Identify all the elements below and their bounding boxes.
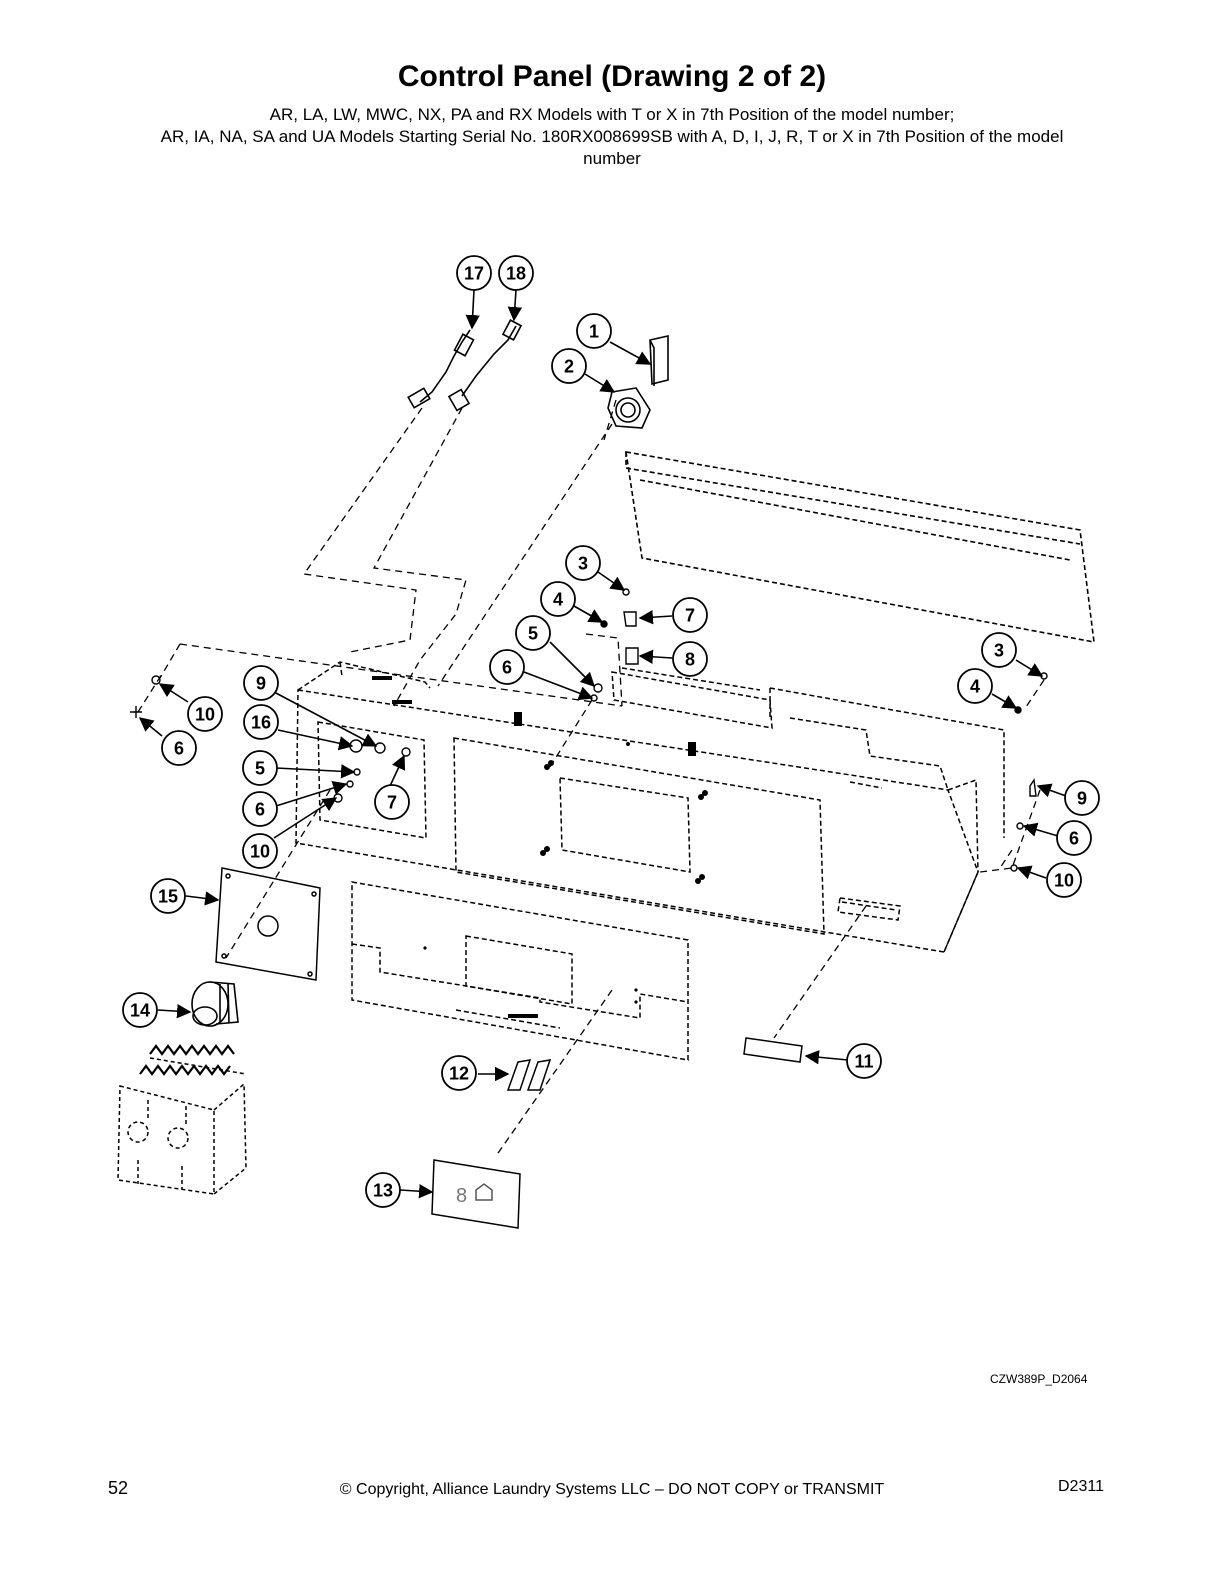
top-cover-panel: [625, 451, 1095, 643]
wire-harnesses: [407, 319, 523, 412]
callout-label: 6: [174, 739, 184, 759]
callout-label: 2: [564, 357, 574, 377]
callout-label: 5: [255, 759, 265, 779]
callout-9: 9: [243, 665, 279, 701]
callout-label: 1: [589, 322, 599, 342]
part-13-decal: 8: [431, 1159, 521, 1229]
callout-label: 3: [994, 641, 1004, 661]
part-2-bezel: [607, 387, 651, 429]
callout-label: 4: [553, 590, 563, 610]
callout-label: 15: [158, 887, 178, 907]
callout-label: 8: [685, 650, 695, 670]
control-housing: [295, 661, 1005, 953]
subtitle-line-2: AR, IA, NA, SA and UA Models Starting Se…: [160, 127, 1064, 146]
callout-label: 10: [1054, 871, 1074, 891]
callout-label: 9: [1077, 789, 1087, 809]
part-1-bracket: [649, 335, 669, 386]
callout-label: 10: [195, 705, 215, 725]
part-11-label: [743, 1037, 803, 1063]
callout-16: 16: [243, 704, 279, 740]
callout-18: 18: [498, 255, 534, 291]
callout-label: 3: [578, 554, 588, 574]
callout-label: 10: [250, 842, 270, 862]
callout-13: 13: [365, 1172, 401, 1208]
assembly-leader-lines: [137, 399, 1045, 1157]
callout-14: 14: [122, 992, 158, 1028]
part-15-plate: [215, 867, 321, 981]
callout-6: 6: [161, 730, 197, 766]
overlay-marks: [423, 946, 638, 1018]
front-overlay-panel: [351, 881, 689, 1061]
callout-label: 18: [506, 264, 526, 284]
callout-2: 2: [551, 348, 587, 384]
callout-12: 12: [441, 1055, 477, 1091]
callout-3: 3: [565, 545, 601, 581]
housing-studs: [372, 676, 708, 884]
subtitle-line-1: AR, LA, LW, MWC, NX, PA and RX Models wi…: [269, 105, 955, 124]
part-14-knob: [191, 981, 239, 1027]
document-code: D2311: [1058, 1478, 1104, 1495]
callout-15: 15: [150, 878, 186, 914]
callout-label: 16: [251, 713, 271, 733]
callout-3: 3: [981, 632, 1017, 668]
callout-9: 9: [1064, 780, 1100, 816]
callout-17: 17: [456, 255, 492, 291]
callout-7: 7: [672, 597, 708, 633]
callout-4: 4: [957, 668, 993, 704]
callout-8: 8: [672, 641, 708, 677]
callout-11: 11: [846, 1043, 882, 1079]
callout-10: 10: [1046, 862, 1082, 898]
callout-6: 6: [242, 791, 278, 827]
callout-label: 7: [685, 606, 695, 626]
switch-assembly: [117, 1057, 247, 1195]
callout-label: 5: [528, 624, 538, 644]
callout-1: 1: [576, 313, 612, 349]
callout-10: 10: [187, 696, 223, 732]
callout-6: 6: [1056, 820, 1092, 856]
page-title: Control Panel (Drawing 2 of 2): [397, 60, 827, 93]
copyright-notice: © Copyright, Alliance Laundry Systems LL…: [339, 1481, 885, 1498]
callout-label: 12: [449, 1064, 469, 1084]
callout-5: 5: [242, 750, 278, 786]
callout-label: 9: [256, 674, 266, 694]
drawing-id: CZW389P_D2064: [990, 1372, 1088, 1386]
callout-arrows: [138, 289, 1067, 1199]
subtitle-line-3: number: [583, 149, 641, 168]
callout-label: 13: [373, 1181, 393, 1201]
callout-4: 4: [540, 581, 576, 617]
page-number: 52: [108, 1478, 129, 1498]
callout-label: 6: [255, 800, 265, 820]
callout-label: 6: [502, 658, 512, 678]
part-13-digit: 8: [456, 1185, 467, 1207]
callout-label: 14: [130, 1001, 150, 1021]
callout-label: 7: [387, 793, 397, 813]
callout-10: 10: [242, 833, 278, 869]
callout-label: 6: [1069, 829, 1079, 849]
callout-7: 7: [374, 784, 410, 820]
callout-label: 17: [464, 264, 484, 284]
part-12-buttons: [506, 1059, 552, 1091]
callout-5: 5: [515, 615, 551, 651]
switch-contacts: [139, 1044, 235, 1076]
callout-6: 6: [489, 649, 525, 685]
callout-label: 4: [970, 677, 980, 697]
callout-label: 11: [854, 1052, 873, 1072]
